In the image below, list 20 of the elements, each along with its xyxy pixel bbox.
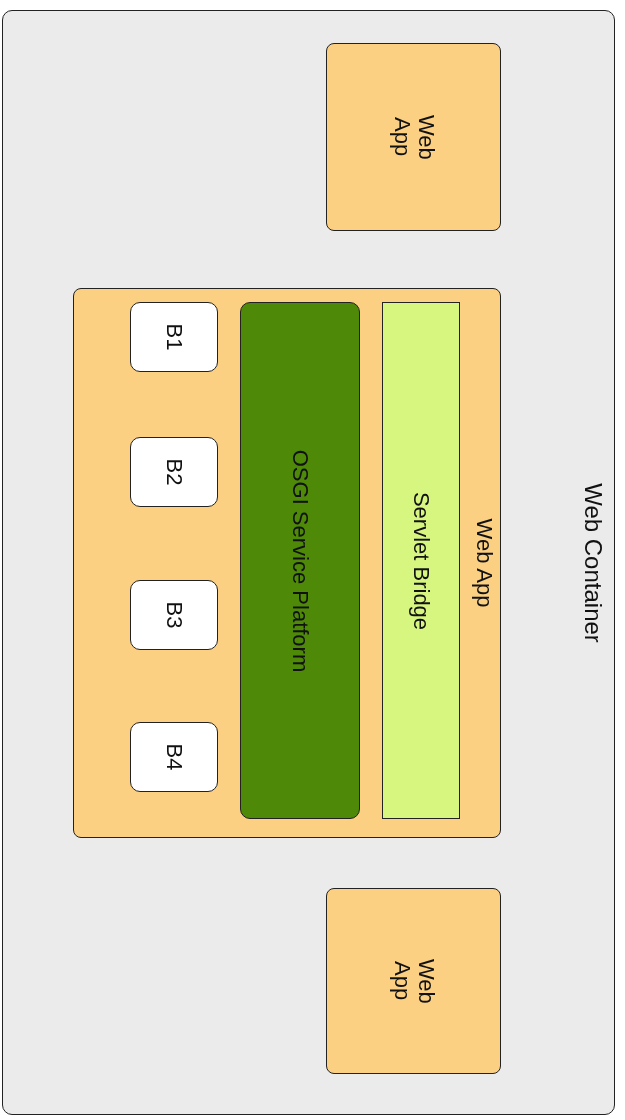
box-label: OSGI Service Platform [287, 449, 313, 672]
box-label: B4 [161, 743, 187, 771]
bundle-box [130, 437, 218, 507]
box-label: Web Container [579, 482, 606, 643]
box-label: Web App [389, 957, 438, 1006]
app-box [326, 43, 501, 231]
box-label: Web App [389, 113, 438, 162]
box-label: Web App [471, 518, 496, 608]
platform-box [240, 302, 360, 819]
box-label: B1 [161, 323, 187, 351]
bundle-box [130, 580, 218, 650]
bundle-box [130, 302, 218, 372]
box-label: B2 [161, 458, 187, 486]
bridge-bar [382, 302, 460, 819]
container-box [2, 10, 615, 1115]
app-box [73, 288, 501, 838]
box-label: B3 [161, 601, 187, 629]
bundle-box [130, 722, 218, 792]
app-box [326, 888, 501, 1074]
box-label: Servlet Bridge [408, 491, 434, 630]
